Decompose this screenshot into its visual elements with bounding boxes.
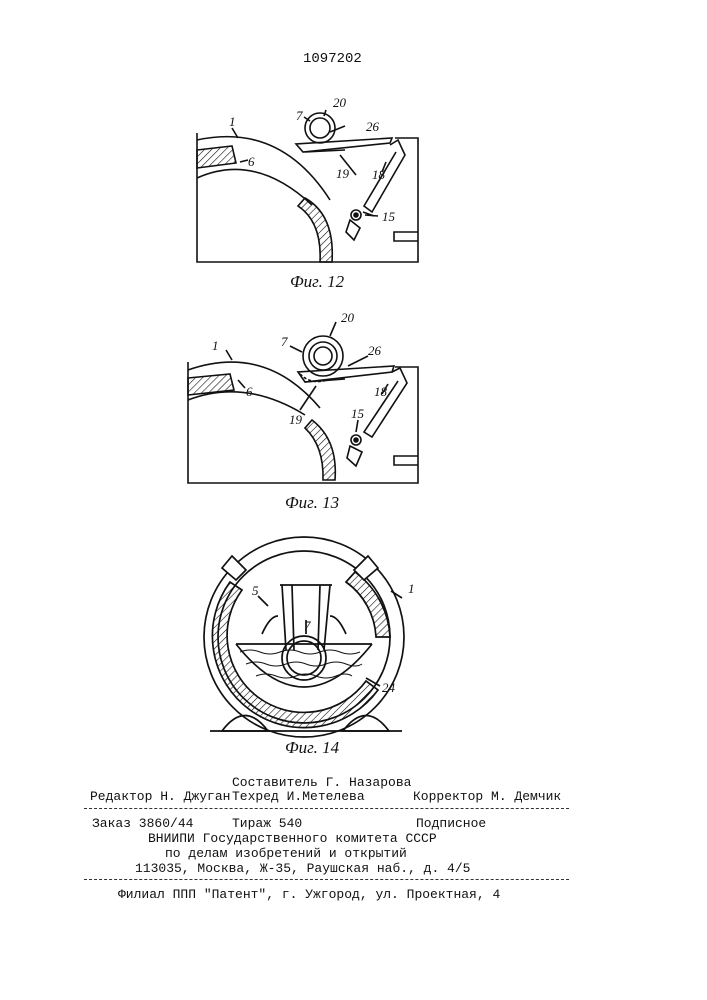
colophon-org-line1: ВНИИПИ Государственного комитета СССР <box>148 832 437 845</box>
colophon-branch: Филиал ППП "Патент", г. Ужгород, ул. Про… <box>118 888 500 901</box>
divider-bottom <box>84 879 569 880</box>
colophon-order: Заказ 3860/44 <box>92 817 193 830</box>
colophon-corrector: Корректор М. Демчик <box>413 790 707 803</box>
fig14-label-7: 7 <box>304 618 311 633</box>
colophon-org-line2: по делам изобретений и открытий <box>165 847 407 860</box>
colophon-editor: Редактор Н. Джуган <box>90 790 230 803</box>
fig14-label-24: 24 <box>382 680 396 695</box>
figure-14-caption: Фиг. 14 <box>285 738 339 758</box>
colophon-subscription: Подписное <box>416 817 486 830</box>
divider-top <box>84 808 569 809</box>
fig14-label-5: 5 <box>252 583 259 598</box>
colophon-circulation: Тираж 540 <box>232 817 302 830</box>
fig14-label-1: 1 <box>408 581 415 596</box>
colophon-tech-editor: Техред И.Метелева <box>232 790 365 803</box>
colophon-address: 113035, Москва, Ж-35, Раушская наб., д. … <box>135 862 470 875</box>
colophon-composer: Составитель Г. Назарова <box>232 776 411 789</box>
